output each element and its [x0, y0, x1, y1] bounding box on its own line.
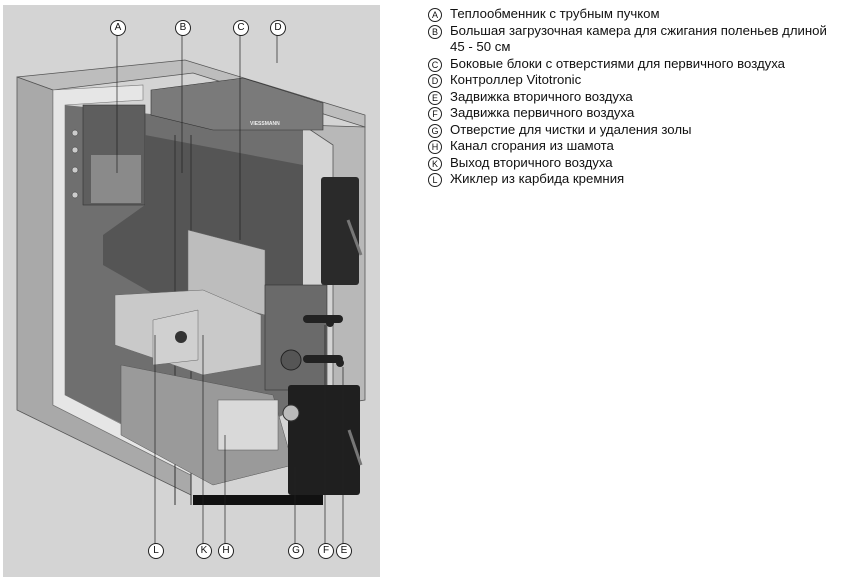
- legend-item: A Теплообменник с трубным пучком: [428, 6, 840, 23]
- legend-text: Большая загрузочная камера для сжигания …: [450, 22, 827, 55]
- leader-lines: [116, 35, 344, 545]
- brand-label: VIESSMANN: [250, 121, 280, 127]
- legend-item: B Большая загрузочная камера для сжигания…: [428, 23, 840, 56]
- legend-key: E: [428, 90, 442, 105]
- legend: A Теплообменник с трубным пучком B Большая…: [428, 6, 840, 188]
- legend-item: D Контроллер Vitotronic: [428, 72, 840, 89]
- legend-text: Канал сгорания из шамота: [450, 138, 614, 153]
- ash-door: [288, 385, 360, 495]
- legend-item: G Отверстие для чистки и удаления золы: [428, 122, 840, 139]
- air-panel: [264, 284, 328, 391]
- callout-a: A: [110, 20, 126, 36]
- legend-item: F Задвижка первичного воздуха: [428, 105, 840, 122]
- heat-exchanger-tubes: [91, 155, 141, 203]
- callout-l: L: [148, 543, 164, 559]
- legend-key: L: [428, 173, 442, 187]
- legend-text: Теплообменник с трубным пучком: [450, 6, 660, 21]
- legend-text: Жиклер из карбида кремния: [450, 171, 625, 186]
- legend-key: B: [428, 24, 442, 39]
- upper-door: [321, 177, 359, 285]
- callout-h: H: [218, 543, 234, 559]
- legend-key: G: [428, 123, 442, 138]
- boiler-cutaway-illustration: VIESSMANN A B C D E F G H K: [3, 5, 380, 577]
- legend-key: H: [428, 140, 442, 154]
- callout-b: B: [175, 20, 191, 36]
- legend-item: L Жиклер из карбида кремния: [428, 171, 840, 188]
- legend-item: C Боковые блоки с отверстиями для первичн…: [428, 56, 840, 73]
- legend-text: Отверстие для чистки и удаления золы: [450, 121, 692, 137]
- callout-d: D: [270, 20, 286, 36]
- callout-k: K: [196, 543, 212, 559]
- legend-item: E Задвижка вторичного воздуха: [428, 89, 840, 106]
- legend-text: Контроллер Vitotronic: [450, 72, 582, 87]
- base: [193, 495, 323, 505]
- legend-key: A: [428, 8, 442, 22]
- legend-text: Задвижка вторичного воздуха: [450, 88, 633, 104]
- legend-text: Боковые блоки с отверстиями для первично…: [450, 55, 786, 71]
- callout-c: C: [233, 20, 249, 36]
- callout-g: G: [288, 543, 304, 559]
- legend-key: C: [428, 57, 442, 72]
- callout-e: E: [336, 543, 352, 559]
- legend-key: F: [428, 107, 442, 121]
- tube-nipples: [71, 129, 79, 199]
- callout-f: F: [318, 543, 334, 559]
- legend-text: Выход вторичного воздуха: [450, 154, 613, 170]
- legend-text: Задвижка первичного воздуха: [450, 105, 635, 120]
- controller: [150, 77, 324, 131]
- boiler-drawing: VIESSMANN: [16, 35, 366, 545]
- legend-item: K Выход вторичного воздуха: [428, 155, 840, 172]
- legend-item: H Канал сгорания из шамота: [428, 138, 840, 155]
- combustion-channel: [120, 364, 294, 486]
- legend-key: D: [428, 74, 442, 88]
- legend-key: K: [428, 156, 442, 171]
